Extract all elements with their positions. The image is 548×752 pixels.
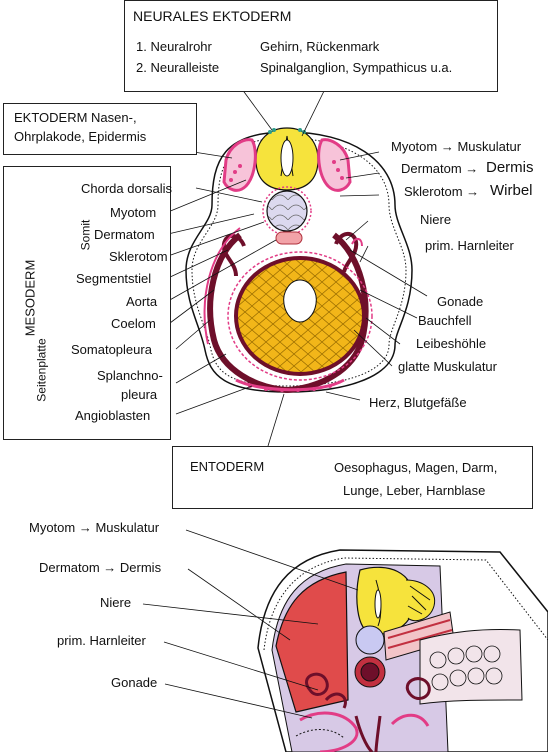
- angioblasts: [235, 378, 345, 392]
- splanchnopleura-label-1: Splanchno-: [97, 368, 163, 383]
- 3d-neural-tube: [356, 566, 415, 635]
- dermatom-dermis-label-b: Dermis: [486, 159, 534, 176]
- mesoderm-title: MESODERM: [22, 259, 38, 337]
- neuralrohr-derivatives: Gehirn, Rückenmark: [260, 39, 380, 54]
- splanchnopleura-label-2: pleura: [121, 387, 158, 402]
- body-wall-right: [286, 232, 369, 393]
- segmentstiel-label: Segmentstiel: [76, 271, 152, 286]
- lower-niere-label: Niere: [100, 595, 132, 610]
- lower-dermatom-label: Dermatom → Dermis: [39, 560, 162, 575]
- entoderm-title: ENTODERM: [190, 459, 265, 474]
- niere-label: Niere: [420, 212, 452, 227]
- leibeshoehle-label: Leibeshöhle: [416, 336, 487, 351]
- chorda-label: Chorda dorsalis: [81, 181, 173, 196]
- body-wall-left: [207, 232, 288, 393]
- notochord: [266, 190, 308, 232]
- embryo-3d-section: [257, 549, 548, 752]
- lower-harnleiter-label: prim. Harnleiter: [57, 633, 146, 648]
- herz-label: Herz, Blutgefäße: [369, 395, 467, 410]
- glatte-muskulatur-label: glatte Muskulatur: [398, 359, 497, 374]
- sklerotom-wirbel-label-a: Sklerotom →: [404, 184, 480, 199]
- neural-ectoderm-box: [124, 0, 498, 92]
- ectoderm-box: [3, 103, 197, 155]
- ectoderm-line2: Ohrplakode, Epidermis: [14, 129, 147, 144]
- lower-myotom-label: Myotom → Muskulatur: [29, 520, 160, 535]
- 3d-niere: [305, 672, 347, 709]
- dermatom-dermis-label-a: Dermatom →: [401, 161, 479, 176]
- entoderm-line1: Oesophagus, Magen, Darm,: [334, 460, 498, 475]
- bauchfell-label: Bauchfell: [418, 313, 472, 328]
- 3d-myotom: [275, 571, 349, 713]
- myotom-label: Myotom: [110, 205, 157, 220]
- neuralrohr-label: 1. Neuralrohr: [136, 39, 212, 54]
- neural-ectoderm-title: NEURALES EKTODERM: [133, 8, 292, 24]
- niere-right: [334, 232, 359, 273]
- lower-leader-lines: [142, 529, 359, 719]
- dermatom-label: Dermatom: [94, 227, 155, 242]
- angioblasten-label: Angioblasten: [75, 408, 151, 423]
- myotom-muskulatur-label: Myotom → Muskulatur: [391, 139, 522, 154]
- entoderm-line2: Lunge, Leber, Harnblase: [343, 483, 486, 498]
- somit-label: Somit: [78, 219, 93, 251]
- neuralleiste-derivatives: Spinalganglion, Sympathicus u.a.: [260, 60, 453, 75]
- sklerotom-label: Sklerotom: [109, 249, 168, 264]
- mesoderm-box: [3, 166, 171, 440]
- neuralleiste-label: 2. Neuralleiste: [136, 60, 220, 75]
- ectoderm-line1: EKTODERM Nasen-,: [14, 110, 137, 125]
- entoderm-box: [172, 446, 533, 509]
- aorta: [275, 231, 303, 245]
- somatopleura-label: Somatopleura: [71, 342, 152, 357]
- seitenplatte-label: Seitenplatte: [34, 338, 49, 402]
- sklerotom-wirbel-label-b: Wirbel: [490, 182, 533, 199]
- gonade-label: Gonade: [437, 294, 484, 309]
- 3d-notochord: [355, 625, 385, 655]
- aorta-label: Aorta: [126, 294, 158, 309]
- lower-gonade-label: Gonade: [111, 675, 158, 690]
- harnleiter-label: prim. Harnleiter: [425, 238, 514, 253]
- coelom-label: Coelom: [111, 316, 156, 331]
- embryo-cross-section: [185, 127, 413, 393]
